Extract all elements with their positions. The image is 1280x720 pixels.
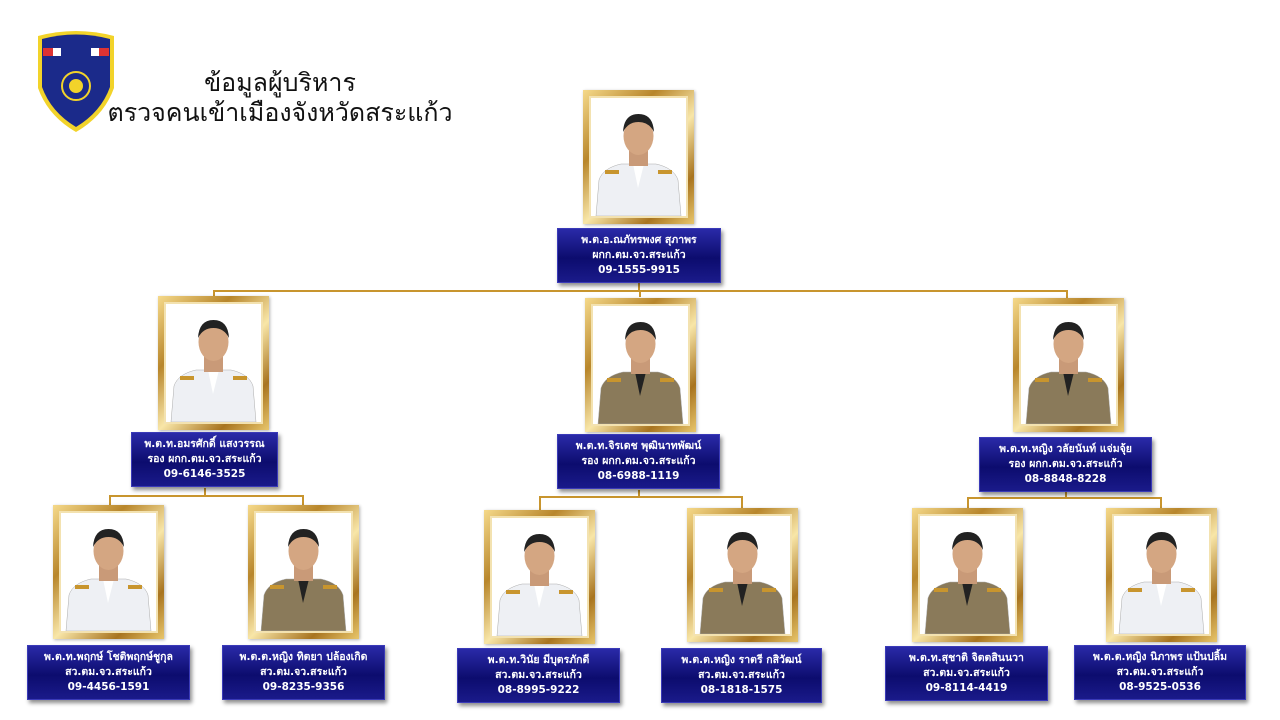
- person-phone: 09-4456-1591: [67, 681, 150, 693]
- portrait-photo: [589, 96, 688, 218]
- person-phone: 08-6988-1119: [597, 470, 680, 482]
- connector: [638, 490, 640, 497]
- connector: [967, 497, 969, 508]
- person-name-card: พ.ต.ท.สุชาติ จิตตสินนวาสว.ตม.จว.สระแก้ว 0…: [885, 646, 1048, 701]
- connector: [639, 290, 641, 297]
- portrait-photo: [693, 514, 792, 636]
- connector: [741, 496, 743, 508]
- portrait-frame: [1013, 298, 1124, 432]
- connector: [1066, 290, 1068, 299]
- person-name-card: พ.ต.ต.หญิง ราตรี กสิวัฒน์สว.ตม.จว.สระแก้…: [661, 648, 822, 703]
- connector: [302, 495, 304, 505]
- portrait-frame: [687, 508, 798, 642]
- title-line-2: ตรวจคนเข้าเมืองจังหวัดสระแก้ว: [107, 98, 453, 127]
- portrait-frame: [583, 90, 694, 224]
- person-position: ผกก.ตม.จว.สระแก้ว: [592, 249, 686, 261]
- title-line-1: ข้อมูลผู้บริหาร: [204, 68, 356, 97]
- immigration-bureau-logo: [34, 28, 118, 134]
- connector: [109, 495, 111, 505]
- person-position: สว.ตม.จว.สระแก้ว: [495, 669, 582, 681]
- portrait-frame: [912, 508, 1023, 642]
- person-position: สว.ตม.จว.สระแก้ว: [260, 666, 347, 678]
- person-phone: 09-8114-4419: [925, 682, 1008, 694]
- connector: [1160, 497, 1162, 508]
- portrait-photo: [918, 514, 1017, 636]
- person-name: พ.ต.ท.วินัย มีบุตรภักดี: [487, 654, 590, 666]
- portrait-photo: [591, 304, 690, 426]
- portrait-frame: [248, 505, 359, 639]
- person-phone: 09-8235-9356: [262, 681, 345, 693]
- person-name-card: พ.ต.อ.ณภัทรพงศ สุภาพรผกก.ตม.จว.สระแก้ว 09…: [557, 228, 721, 283]
- portrait-photo: [164, 302, 263, 424]
- person-phone: 08-1818-1575: [700, 684, 783, 696]
- connector: [539, 496, 541, 510]
- person-name: พ.ต.ท.อมรศักดิ์ แสงวรรณ: [144, 438, 265, 450]
- person-name: พ.ต.ท.สุชาติ จิตตสินนวา: [909, 652, 1024, 664]
- person-name-card: พ.ต.ท.วินัย มีบุตรภักดีสว.ตม.จว.สระแก้ว 0…: [457, 648, 620, 703]
- portrait-photo: [490, 516, 589, 638]
- connector: [109, 495, 304, 497]
- person-name-card: พ.ต.ต.หญิง ทิตยา ปล้องเกิดสว.ตม.จว.สระแก…: [222, 645, 385, 700]
- portrait-photo: [254, 511, 353, 633]
- person-phone: 08-9525-0536: [1119, 681, 1201, 693]
- person-name-card: พ.ต.ท.จิรเดช พุฒินาทพัฒน์รอง ผกก.ตม.จว.ส…: [557, 434, 720, 489]
- portrait-photo: [1112, 514, 1211, 636]
- page-title: ข้อมูลผู้บริหาร ตรวจคนเข้าเมืองจังหวัดสร…: [100, 68, 460, 128]
- portrait-frame: [1106, 508, 1217, 642]
- person-position: สว.ตม.จว.สระแก้ว: [65, 666, 152, 678]
- person-name-card: พ.ต.ท.หญิง วลัยนันท์ แจ่มจุ้ยรอง ผกก.ตม.…: [979, 437, 1152, 492]
- person-name: พ.ต.ต.หญิง นิภาพร แป้นปลิ้ม: [1092, 651, 1228, 663]
- portrait-frame: [53, 505, 164, 639]
- person-position: รอง ผกก.ตม.จว.สระแก้ว: [1008, 458, 1123, 470]
- person-phone: 09-6146-3525: [163, 468, 246, 480]
- portrait-photo: [1019, 304, 1118, 426]
- person-name: พ.ต.อ.ณภัทรพงศ สุภาพร: [581, 234, 697, 246]
- connector: [539, 496, 743, 498]
- person-position: รอง ผกก.ตม.จว.สระแก้ว: [147, 453, 262, 465]
- portrait-frame: [158, 296, 269, 430]
- connector: [1065, 491, 1067, 498]
- person-position: สว.ตม.จว.สระแก้ว: [923, 667, 1010, 679]
- portrait-frame: [585, 298, 696, 432]
- connector: [213, 290, 215, 297]
- person-name: พ.ต.ท.พฤกษ์ โชติพฤกษ์ชูกุล: [44, 651, 173, 663]
- person-name: พ.ต.ต.หญิง ราตรี กสิวัฒน์: [681, 654, 802, 666]
- portrait-frame: [484, 510, 595, 644]
- connector: [967, 497, 1162, 499]
- person-name-card: พ.ต.ต.หญิง นิภาพร แป้นปลิ้มสว.ตม.จว.สระแ…: [1074, 645, 1246, 700]
- person-phone: 08-8995-9222: [497, 684, 580, 696]
- connector: [638, 281, 640, 291]
- person-name: พ.ต.ท.จิรเดช พุฒินาทพัฒน์: [575, 440, 702, 452]
- connector: [204, 488, 206, 496]
- person-name-card: พ.ต.ท.อมรศักดิ์ แสงวรรณรอง ผกก.ตม.จว.สระ…: [131, 432, 278, 487]
- person-position: รอง ผกก.ตม.จว.สระแก้ว: [581, 455, 696, 467]
- person-position: สว.ตม.จว.สระแก้ว: [698, 669, 785, 681]
- portrait-photo: [59, 511, 158, 633]
- person-name: พ.ต.ท.หญิง วลัยนันท์ แจ่มจุ้ย: [999, 443, 1132, 455]
- person-name: พ.ต.ต.หญิง ทิตยา ปล้องเกิด: [239, 651, 368, 663]
- person-name-card: พ.ต.ท.พฤกษ์ โชติพฤกษ์ชูกุลสว.ตม.จว.สระแก…: [27, 645, 190, 700]
- person-position: สว.ตม.จว.สระแก้ว: [1116, 666, 1204, 678]
- person-phone: 09-1555-9915: [598, 264, 680, 276]
- person-phone: 08-8848-8228: [1024, 473, 1107, 485]
